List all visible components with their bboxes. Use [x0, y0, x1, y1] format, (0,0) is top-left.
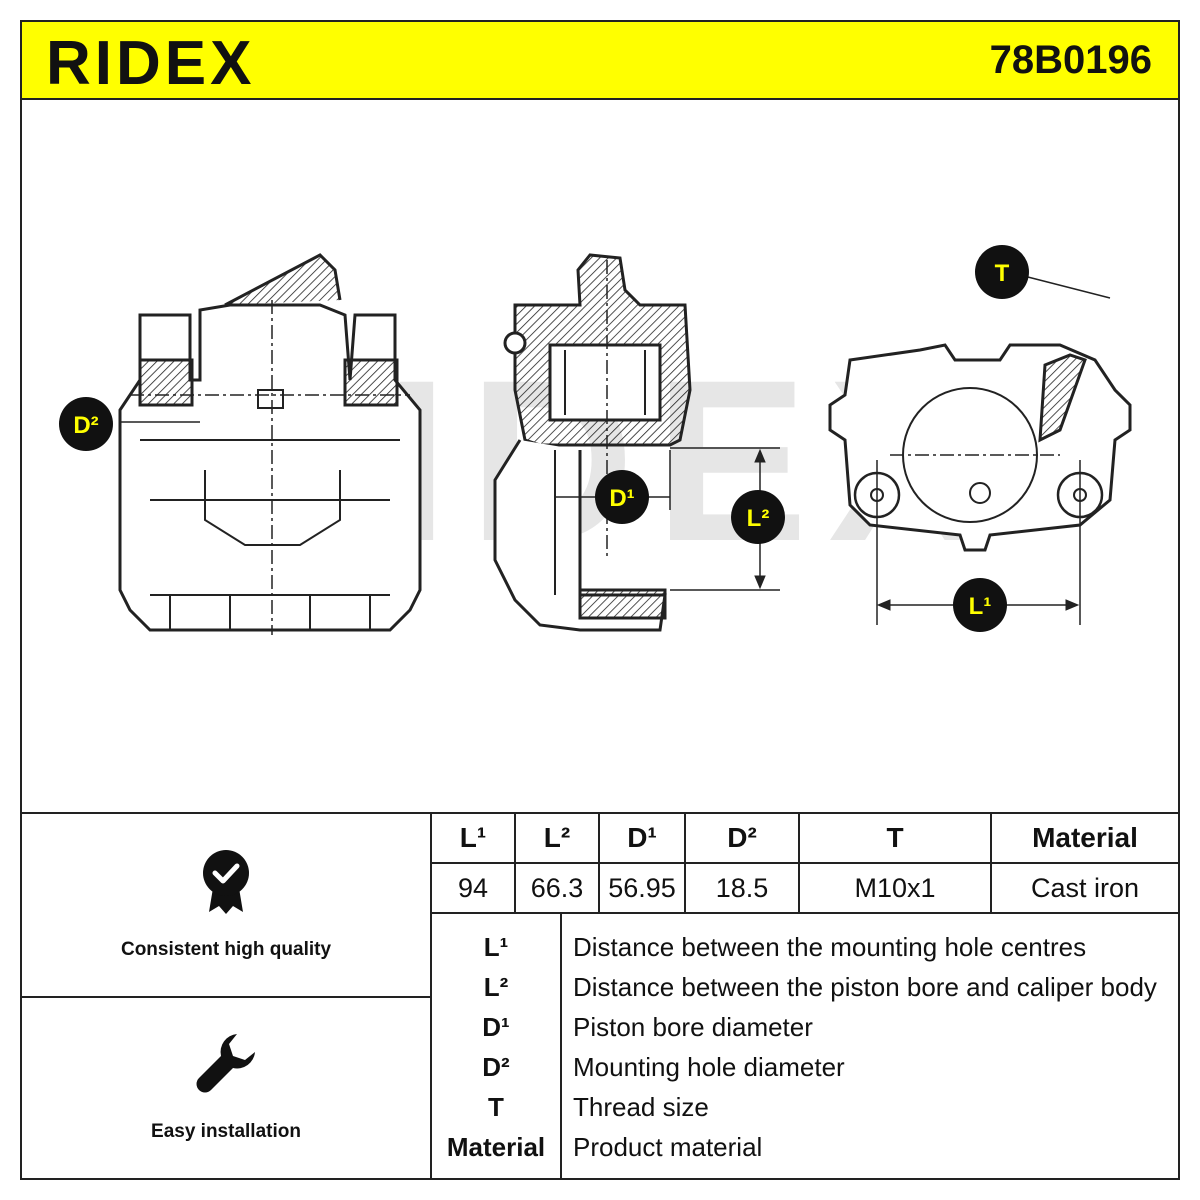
badge-l1-label: L¹: [969, 593, 992, 620]
legend-code: Material: [446, 1132, 546, 1162]
brand-logo: RIDEX: [46, 29, 256, 98]
legend-code: D¹: [482, 1012, 510, 1042]
table-col-divider: [514, 812, 516, 913]
badge-d2-label: D²: [73, 412, 98, 439]
table-value-l2: 66.3: [530, 872, 584, 903]
badge-d1-label: D¹: [609, 485, 634, 512]
table-header-l2: L²: [543, 822, 571, 853]
legend-code: L²: [483, 972, 509, 1002]
table-col-divider: [684, 812, 686, 913]
legend-divider: [560, 913, 562, 1180]
feature-installation-label: Easy installation: [151, 1121, 301, 1142]
legend-desc: Product material: [573, 1132, 763, 1162]
legend-desc: Thread size: [573, 1092, 709, 1122]
table-header-d1: D¹: [627, 822, 657, 853]
caliper-side-view: [828, 274, 1132, 625]
table-header-d2: D²: [727, 822, 757, 853]
badge-l1: L¹: [953, 578, 1007, 632]
table-row-divider: [431, 862, 1180, 864]
table-value-d1: 56.95: [608, 872, 676, 903]
table-header-l1: L¹: [459, 822, 487, 853]
table-header-material: Material: [1032, 822, 1138, 853]
badge-l2-label: L²: [747, 505, 770, 532]
column-divider: [430, 812, 432, 1180]
legend-code: L¹: [483, 932, 509, 962]
part-number: 78B0196: [989, 38, 1152, 82]
badge-d2: D²: [59, 397, 113, 451]
table-value-d2: 18.5: [715, 872, 769, 903]
quality-badge-icon: [203, 850, 249, 914]
legend-code: T: [488, 1092, 504, 1122]
table-col-divider: [798, 812, 800, 913]
legend-desc: Distance between the mounting hole centr…: [573, 932, 1087, 962]
table-col-divider: [990, 812, 992, 913]
badge-t-label: T: [995, 260, 1010, 287]
feature-quality-label: Consistent high quality: [120, 939, 332, 960]
badge-d1: D¹: [595, 470, 649, 524]
table-bottom-border: [431, 912, 1180, 914]
feature-quality: Consistent high quality: [22, 848, 430, 961]
table-header-t: T: [886, 822, 904, 853]
section-divider: [20, 812, 1180, 814]
table-value-t: M10x1: [854, 872, 936, 903]
table-value-l1: 94: [457, 872, 489, 903]
header-bar: RIDEX 78B0196: [20, 20, 1180, 100]
legend-desc: Mounting hole diameter: [573, 1052, 845, 1082]
caliper-section-view: [493, 253, 780, 632]
caliper-technical-drawing: RIDEX: [59, 245, 1132, 635]
badge-l2: L²: [731, 490, 785, 544]
feature-installation: Easy installation: [22, 1030, 430, 1143]
caliper-front-view: [118, 253, 422, 635]
wrench-icon: [196, 1034, 255, 1093]
feature-divider: [20, 996, 431, 998]
legend-desc: Distance between the piston bore and cal…: [573, 972, 1157, 1002]
badge-t: T: [975, 245, 1029, 299]
legend-desc: Piston bore diameter: [573, 1012, 813, 1042]
table-value-material: Cast iron: [1030, 872, 1140, 903]
table-col-divider: [598, 812, 600, 913]
legend-code: D²: [482, 1052, 510, 1082]
